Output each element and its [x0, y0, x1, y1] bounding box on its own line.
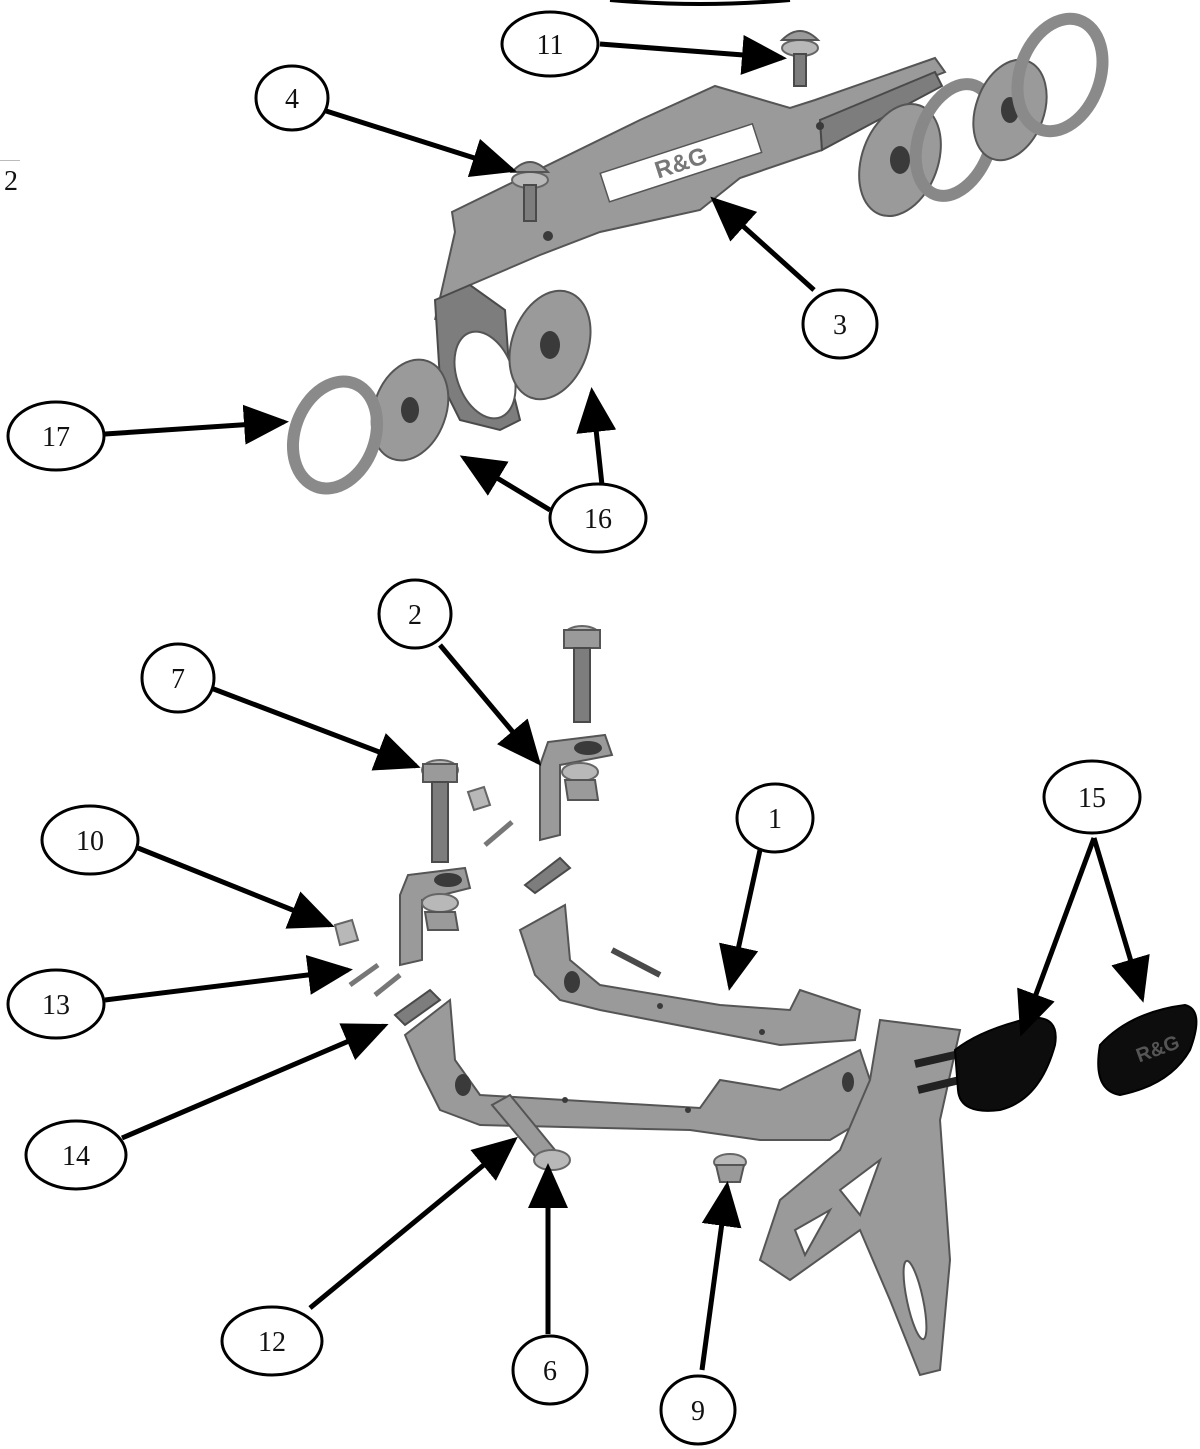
leader-16a: [459, 455, 552, 513]
leader-9: [699, 1181, 742, 1371]
part-1-main-arm: [518, 903, 862, 1047]
svg-text:14: 14: [62, 1141, 90, 1172]
svg-text:11: 11: [537, 30, 564, 61]
callout-7: 7: [140, 642, 216, 714]
svg-text:17: 17: [42, 422, 70, 453]
arc-fragment: [609, 0, 791, 6]
svg-text:15: 15: [1078, 783, 1106, 814]
left-rubber-spacers: [286, 289, 592, 495]
svg-text:13: 13: [42, 990, 70, 1021]
callout-13: 13: [6, 968, 106, 1040]
small-mount-bracket-left: [399, 866, 472, 967]
callout-3: 3: [801, 288, 879, 360]
leader-2: [438, 643, 542, 766]
part-10-spacer-blocks: [333, 785, 492, 947]
callout-15: 15: [1042, 759, 1142, 835]
svg-text:12: 12: [258, 1327, 286, 1358]
margin-page-number: 2: [4, 166, 18, 197]
svg-text:10: 10: [76, 826, 104, 857]
leader-10: [137, 845, 335, 929]
leader-17: [104, 404, 289, 445]
leader-15b: [1091, 837, 1150, 1003]
leader-lines: [104, 34, 1150, 1371]
lower-bracket-assembly: R&G: [333, 625, 1198, 1377]
callout-14: 14: [24, 1119, 128, 1191]
callout-6: 6: [511, 1334, 589, 1406]
leader-3: [710, 196, 816, 292]
leader-12: [308, 1136, 518, 1310]
part-11-button-head-bolt: [779, 30, 821, 87]
number-plate-hanger: [758, 1018, 962, 1377]
callout-10: 10: [40, 804, 140, 876]
upper-bracket-assembly: R&G: [286, 0, 1109, 495]
hex-bolt-upper: [563, 625, 601, 723]
callout-2: 2: [377, 578, 453, 650]
right-rubber-spacers: [858, 12, 1109, 218]
callout-1: 1: [735, 782, 815, 854]
callout-17: 17: [6, 400, 106, 472]
part-7-hex-bolt: [421, 759, 459, 863]
part-4-button-head-bolt: [509, 161, 551, 222]
callout-12: 12: [220, 1305, 324, 1377]
callout-11: 11: [500, 10, 600, 78]
leader-1: [719, 849, 763, 991]
callout-16: 16: [548, 482, 648, 554]
svg-text:16: 16: [584, 504, 612, 535]
leader-16b: [576, 387, 617, 486]
svg-text:2: 2: [408, 600, 422, 631]
part-9-nut: [713, 1153, 747, 1183]
svg-text:3: 3: [833, 310, 847, 341]
leader-4: [322, 107, 517, 177]
leader-13: [104, 955, 353, 1003]
part-2-spacer-bracket: [539, 733, 614, 842]
part-13-pins: [348, 820, 514, 997]
leader-15a: [1017, 837, 1097, 1037]
callout-9: 9: [659, 1374, 737, 1446]
leader-7: [210, 685, 421, 771]
part-15-rubber-grommets: R&G: [914, 1003, 1198, 1112]
svg-text:9: 9: [691, 1396, 705, 1427]
callouts: 11 4 3 17 16 2 7 1 15 10 13 14 12 6 9: [6, 10, 1142, 1446]
callout-4: 4: [254, 64, 330, 132]
svg-text:4: 4: [285, 84, 299, 115]
svg-text:7: 7: [171, 664, 185, 695]
leader-14: [121, 1023, 389, 1141]
part-3-number-plate-bracket: R&G: [433, 56, 947, 432]
svg-text:1: 1: [768, 804, 782, 835]
svg-text:6: 6: [543, 1356, 557, 1387]
margin-rule: [0, 160, 20, 161]
leader-11: [599, 34, 787, 75]
part-14-rubber-pads: [393, 856, 572, 1027]
